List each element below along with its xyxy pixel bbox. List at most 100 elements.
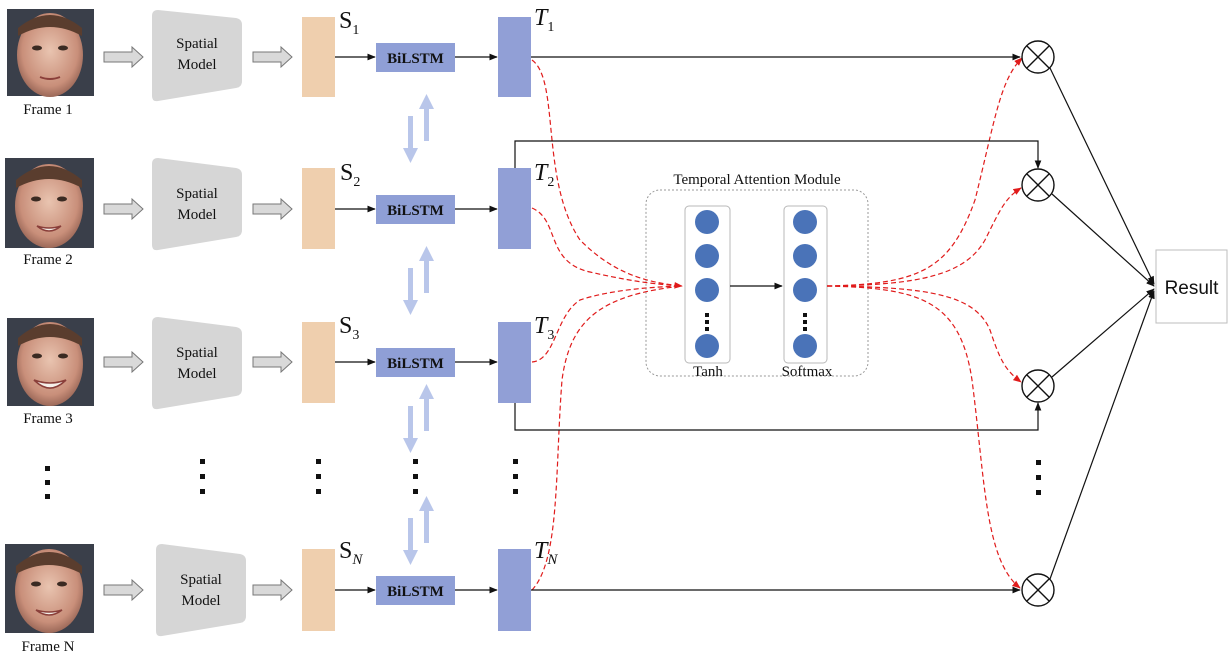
svg-text:T3: T3 [534, 313, 554, 343]
red-link-softmax-mn [826, 285, 1021, 589]
frame-label-2: Frame 2 [23, 252, 73, 268]
result-box [1155, 249, 1228, 324]
ellipsis-mult [1036, 460, 1041, 495]
red-link-softmax-m2 [826, 187, 1022, 287]
ellipsis-spatial [200, 459, 205, 494]
svg-text:S2: S2 [340, 160, 360, 190]
softmax-label: Softmax [782, 364, 833, 380]
t-sub-3: 3 [547, 328, 554, 343]
multiply-icon-3 [1021, 369, 1055, 403]
s-label-3: S [339, 313, 352, 339]
attention-output-links [826, 57, 1023, 589]
row-frame-3: Frame 3 Spatial Model S3 BiLSTM T3 [7, 313, 554, 427]
bilstm-3 [376, 348, 455, 377]
bilstm-n [376, 576, 455, 605]
s-sub-3: 3 [352, 328, 359, 343]
row-frame-2: Frame 2 Spatial Model S2 BiLSTM T2 [5, 158, 554, 268]
t-label-n: T [534, 538, 549, 564]
s-label-n: S [339, 538, 352, 564]
face-image-n [5, 544, 94, 633]
face-image-2 [5, 158, 94, 248]
attention-input-links [531, 59, 683, 591]
t-label-2: T [534, 160, 549, 186]
tanh-ellipsis [705, 313, 709, 331]
svg-text:S1: S1 [339, 8, 359, 38]
result-label: Result [1165, 278, 1220, 299]
t-sub-2: 2 [547, 175, 554, 190]
result-links [1049, 67, 1155, 580]
svg-text:TN: TN [534, 538, 558, 568]
s-sub-n: N [351, 552, 363, 568]
mult-n-to-result [1049, 290, 1155, 580]
bidir-arrow-3-dots [403, 384, 434, 453]
mult-2-to-result [1051, 193, 1155, 287]
s-block-1 [302, 17, 335, 97]
softmax-node-3 [793, 278, 817, 302]
svg-text:S3: S3 [339, 313, 359, 343]
tanh-node-n [695, 334, 719, 358]
red-link-softmax-m1 [826, 57, 1023, 287]
s-block-2 [302, 168, 335, 249]
frame-label-n: Frame N [22, 639, 75, 655]
spatial-label-3b: Model [177, 366, 216, 382]
red-link-t1-tanh [531, 59, 683, 289]
tanh-node-2 [695, 244, 719, 268]
softmax-ellipsis [803, 313, 807, 331]
t2-to-mult-2 [514, 140, 1042, 169]
spatial-label-2a: Spatial [176, 186, 218, 202]
ellipsis-faces [45, 466, 50, 499]
spatial-model-3 [152, 317, 242, 410]
spatial-model-n [156, 544, 246, 637]
t-sub-n: N [546, 552, 558, 568]
bilstm-label-n: BiLSTM [387, 584, 444, 600]
softmax-node-n [793, 334, 817, 358]
bidir-arrow-dots-n [403, 496, 434, 565]
multiplier-nodes [1021, 40, 1055, 607]
input-arrow-n [103, 578, 144, 602]
spatial-label-1a: Spatial [176, 36, 218, 52]
face-image-3 [7, 318, 94, 406]
s-label-1: S [339, 8, 352, 34]
t3-to-mult-3 [514, 402, 1042, 431]
s-sub-2: 2 [353, 175, 360, 190]
ellipsis-t [513, 459, 518, 494]
mult-3-to-result [1051, 288, 1155, 378]
row-frame-1: Frame 1 Spatial Model S1 BiLSTM T1 [7, 5, 554, 118]
s-block-3 [302, 322, 335, 403]
bilstm-1 [376, 43, 455, 72]
t-block-n [498, 549, 531, 631]
spatial-arrow-3 [252, 350, 293, 374]
spatial-label-na: Spatial [180, 572, 222, 588]
bidir-arrow-2-3 [403, 246, 434, 315]
spatial-arrow-2 [252, 197, 293, 221]
ellipsis-bilstm [413, 459, 418, 494]
red-link-softmax-m3 [826, 285, 1022, 383]
input-arrow-1 [103, 45, 144, 69]
red-link-t2-tanh [531, 207, 683, 287]
svg-text:T1: T1 [534, 5, 554, 35]
spatial-model-1 [152, 10, 242, 102]
bidirectional-arrows [403, 94, 434, 565]
input-arrow-3 [103, 350, 144, 374]
ellipsis-dots [45, 459, 1041, 499]
svg-text:T2: T2 [534, 160, 554, 190]
multiply-icon-n [1021, 573, 1055, 607]
softmax-node-2 [793, 244, 817, 268]
t-block-2 [498, 168, 531, 249]
bilstm-label-3: BiLSTM [387, 356, 444, 372]
face-image-1 [7, 9, 94, 97]
spatial-label-1b: Model [177, 57, 216, 73]
t-block-3 [498, 322, 531, 403]
bilstm-2 [376, 195, 455, 224]
red-link-t3-tanh [531, 285, 683, 363]
bidir-arrow-1-2 [403, 94, 434, 163]
bilstm-label-1: BiLSTM [387, 51, 444, 67]
input-arrow-2 [103, 197, 144, 221]
multiply-icon-1 [1021, 40, 1055, 74]
tanh-node-1 [695, 210, 719, 234]
spatial-label-2b: Model [177, 207, 216, 223]
softmax-node-1 [793, 210, 817, 234]
red-link-tn-tanh [531, 285, 683, 591]
t-label-3: T [534, 313, 549, 339]
